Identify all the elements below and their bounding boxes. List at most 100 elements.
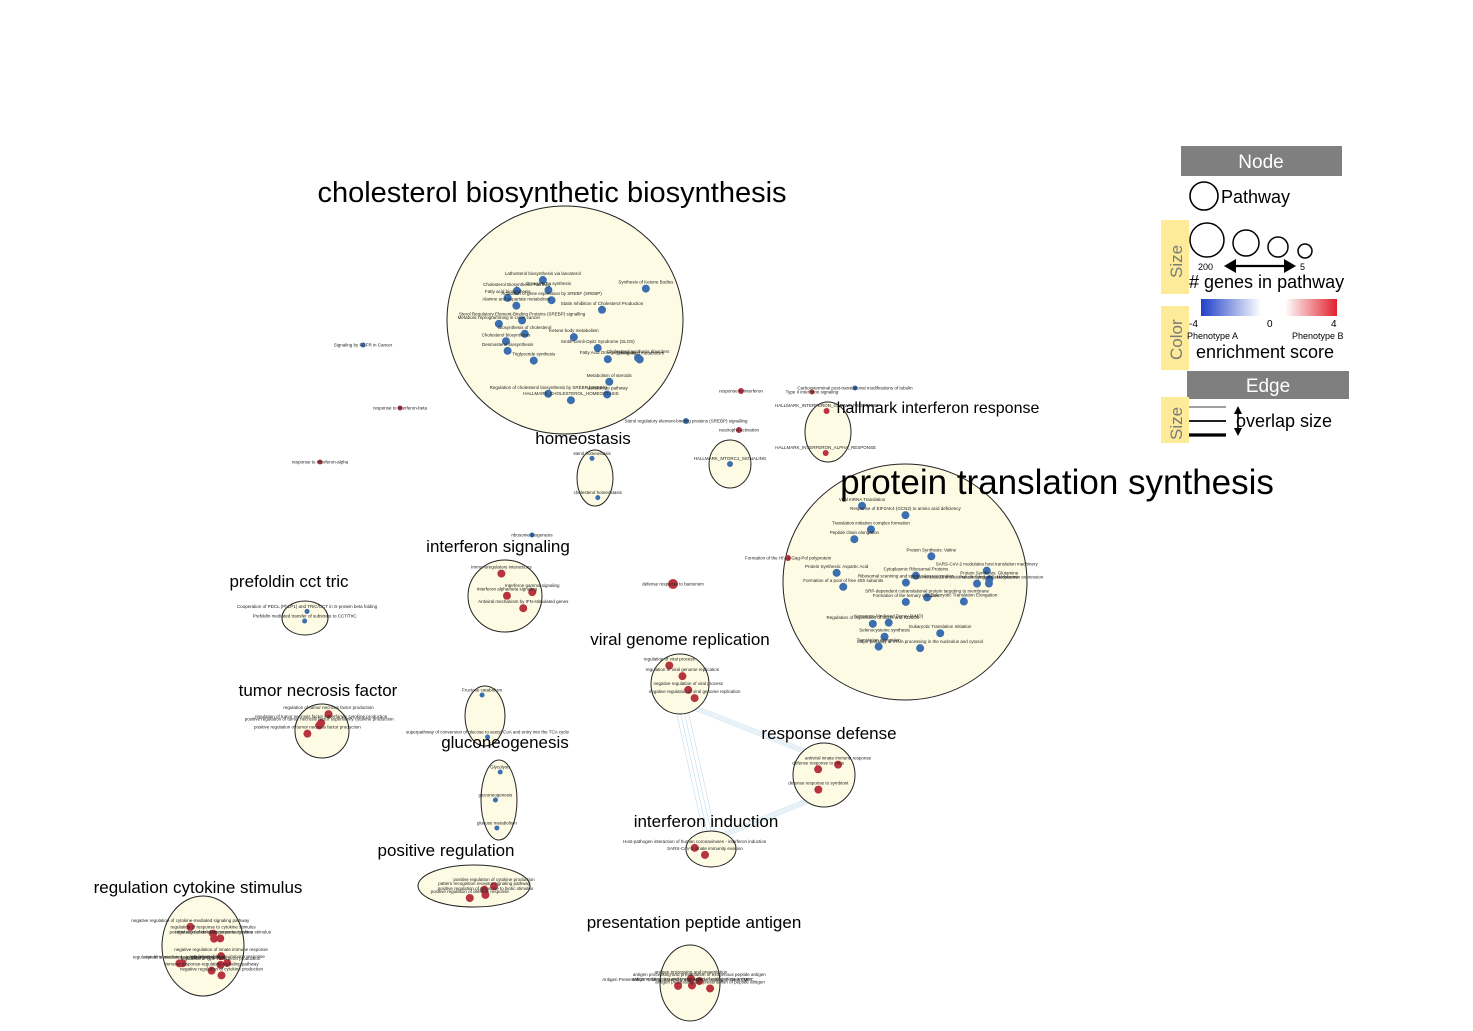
pathway-node[interactable] <box>595 495 601 501</box>
singleton-node-signaling-by-fgfr-in-cancer[interactable] <box>360 342 366 348</box>
pathway-node[interactable] <box>901 578 910 587</box>
pathway-node[interactable] <box>465 894 474 903</box>
pathway-node[interactable] <box>217 971 226 980</box>
pathway-node[interactable] <box>216 960 225 969</box>
singleton-node-defense-response-to-bacterium[interactable] <box>668 579 678 589</box>
singleton-node-type-ii-interferon-signaling[interactable] <box>809 389 815 395</box>
pathway-node[interactable] <box>210 934 219 943</box>
cluster-glycolysis_small[interactable] <box>464 685 506 747</box>
pathway-node[interactable] <box>569 333 578 342</box>
pathway-node[interactable] <box>518 316 527 325</box>
pathway-node[interactable] <box>678 672 687 681</box>
pathway-node[interactable] <box>665 661 674 670</box>
pathway-node[interactable] <box>839 582 848 591</box>
pathway-node[interactable] <box>959 597 968 606</box>
pathway-node[interactable] <box>686 974 695 983</box>
pathway-node[interactable] <box>481 890 490 899</box>
pathway-node[interactable] <box>217 952 226 961</box>
pathway-node[interactable] <box>528 588 537 597</box>
pathway-node[interactable] <box>690 694 699 703</box>
pathway-node[interactable] <box>512 301 521 310</box>
pathway-node[interactable] <box>598 305 607 314</box>
pathway-node[interactable] <box>302 618 308 624</box>
pathway-node[interactable] <box>566 396 575 405</box>
pathway-node[interactable] <box>544 286 553 295</box>
pathway-node[interactable] <box>529 356 538 365</box>
pathway-node[interactable] <box>874 642 883 651</box>
pathway-node[interactable] <box>324 710 333 719</box>
pathway-node[interactable] <box>727 461 733 467</box>
pathway-node[interactable] <box>834 760 843 769</box>
pathway-node[interactable] <box>858 501 867 510</box>
pathway-node[interactable] <box>593 344 602 353</box>
pathway-node[interactable] <box>814 785 823 794</box>
pathway-node[interactable] <box>186 922 195 931</box>
pathway-node[interactable] <box>502 591 511 600</box>
cluster-cholesterol[interactable] <box>446 205 684 435</box>
pathway-node[interactable] <box>916 644 925 653</box>
pathway-node[interactable] <box>490 882 499 891</box>
pathway-node[interactable] <box>850 535 859 544</box>
pathway-node[interactable] <box>695 977 704 986</box>
singleton-node-response-to-interferon-alpha[interactable] <box>317 459 323 465</box>
pathway-node[interactable] <box>690 843 699 852</box>
pathway-node[interactable] <box>700 850 709 859</box>
cluster-gluconeogenesis[interactable] <box>480 759 518 841</box>
pathway-node[interactable] <box>547 296 556 305</box>
pathway-node[interactable] <box>503 346 512 355</box>
pathway-node[interactable] <box>880 632 889 641</box>
singleton-node-response-to-interferon-beta[interactable] <box>397 405 403 411</box>
pathway-node[interactable] <box>303 729 312 738</box>
singleton-node-response-to-interferon[interactable] <box>738 388 744 394</box>
pathway-node[interactable] <box>822 450 829 456</box>
pathway-node[interactable] <box>512 286 521 295</box>
pathway-node[interactable] <box>866 525 875 534</box>
pathway-node[interactable] <box>494 825 500 831</box>
pathway-node[interactable] <box>936 629 945 638</box>
pathway-node[interactable] <box>901 511 910 520</box>
cluster-response_defense[interactable] <box>792 742 856 808</box>
pathway-node[interactable] <box>175 959 184 968</box>
pathway-node[interactable] <box>684 685 693 694</box>
pathway-node[interactable] <box>927 552 936 561</box>
pathway-node[interactable] <box>589 455 595 461</box>
pathway-node[interactable] <box>223 958 232 967</box>
pathway-node[interactable] <box>923 593 932 602</box>
pathway-node[interactable] <box>901 597 910 606</box>
pathway-node[interactable] <box>519 604 528 613</box>
cluster-tnf[interactable] <box>294 703 350 759</box>
cluster-cytokine[interactable] <box>161 895 245 997</box>
pathway-node[interactable] <box>497 769 503 775</box>
cluster-positive_regulation[interactable] <box>417 864 531 908</box>
pathway-node[interactable] <box>911 571 920 580</box>
pathway-node[interactable] <box>485 734 491 740</box>
pathway-node[interactable] <box>538 276 547 285</box>
pathway-node[interactable] <box>982 566 991 575</box>
pathway-node[interactable] <box>973 579 982 588</box>
pathway-node[interactable] <box>494 319 503 328</box>
pathway-node[interactable] <box>492 797 498 803</box>
pathway-node[interactable] <box>603 355 612 364</box>
pathway-node[interactable] <box>603 390 612 399</box>
pathway-node[interactable] <box>687 981 696 990</box>
pathway-node[interactable] <box>706 984 715 993</box>
pathway-node[interactable] <box>304 608 310 614</box>
cluster-prefoldin[interactable] <box>281 600 329 636</box>
pathway-node[interactable] <box>814 765 823 774</box>
pathway-node[interactable] <box>497 569 506 578</box>
singleton-node-carboxyterminal-post-translational-modif[interactable] <box>852 385 858 391</box>
singleton-node-neutrophil-activation[interactable] <box>736 427 742 433</box>
pathway-node[interactable] <box>503 293 512 302</box>
cluster-homeostasis[interactable] <box>576 449 614 507</box>
pathway-node[interactable] <box>544 389 553 398</box>
pathway-node[interactable] <box>479 692 485 698</box>
singleton-node-formation-of-the-hiv-1-gag-pol-polyprote[interactable] <box>785 555 791 561</box>
cluster-interferon_response[interactable] <box>804 401 852 463</box>
pathway-node[interactable] <box>985 575 994 584</box>
singleton-node-sterol-regulatory-element-binding-protei[interactable] <box>683 418 689 424</box>
pathway-node[interactable] <box>207 966 216 975</box>
pathway-node[interactable] <box>317 718 326 727</box>
pathway-node[interactable] <box>674 981 683 990</box>
pathway-node[interactable] <box>641 284 650 293</box>
pathway-node[interactable] <box>520 329 529 338</box>
